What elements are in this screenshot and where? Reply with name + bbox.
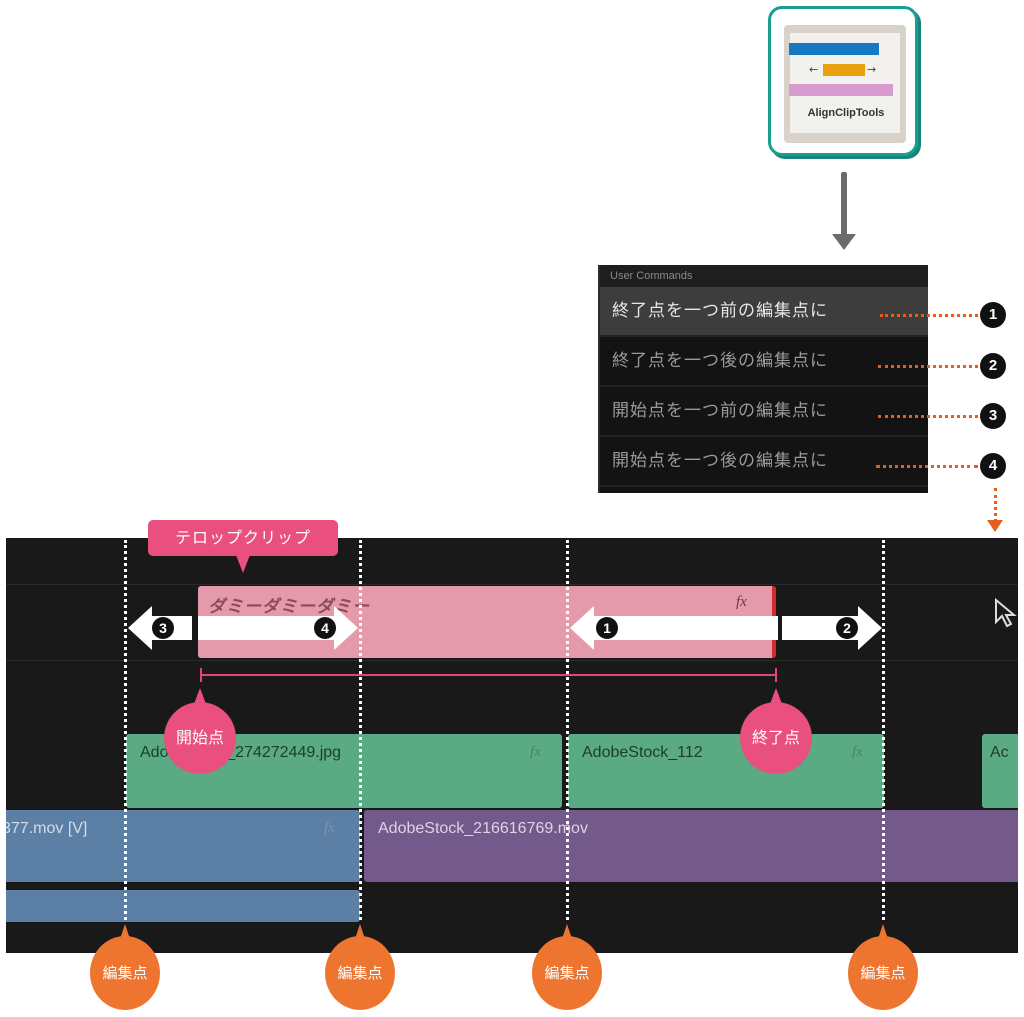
end-point-label: 終了点 bbox=[740, 702, 812, 774]
callout-number-1: 1 bbox=[980, 302, 1006, 328]
arrow-number-3: 3 bbox=[152, 617, 174, 639]
clip-span-end-cap bbox=[775, 668, 777, 682]
clip-blue-audio[interactable] bbox=[6, 890, 360, 922]
edit-point-marker-3: 編集点 bbox=[532, 936, 602, 1010]
clip-label: Ac bbox=[990, 744, 1009, 761]
arrow-down-icon bbox=[832, 172, 856, 250]
arrow-2-right-icon bbox=[782, 606, 882, 650]
edit-point-marker-1: 編集点 bbox=[90, 936, 160, 1010]
clip-green-2[interactable]: AdobeStock_112 fx bbox=[568, 734, 884, 808]
user-commands-menu: User Commands 終了点を一つ前の編集点に 終了点を一つ後の編集点に … bbox=[598, 265, 928, 493]
leader-line-1 bbox=[880, 314, 978, 317]
mouse-pointer-icon bbox=[995, 598, 1017, 628]
plugin-icon-blue-bar bbox=[789, 43, 879, 55]
plugin-icon-orange-bar bbox=[823, 64, 865, 76]
telop-clip-title: ダミーダミーダミー bbox=[208, 597, 370, 617]
plugin-icon-card[interactable]: ← → AlignClipTools bbox=[768, 6, 918, 156]
clip-purple-1[interactable]: AdobeStock_216616769.mov bbox=[364, 810, 1018, 882]
callout-number-2: 2 bbox=[980, 353, 1006, 379]
callout-number-4: 4 bbox=[980, 453, 1006, 479]
plugin-icon-pink-bar bbox=[789, 84, 893, 96]
edit-point-marker-2: 編集点 bbox=[325, 936, 395, 1010]
clip-span-line bbox=[200, 674, 776, 676]
fx-icon: fx bbox=[736, 594, 747, 610]
arrow-left-icon: ← bbox=[809, 63, 819, 76]
clip-span-start-cap bbox=[200, 668, 202, 682]
arrow-1-left-icon bbox=[570, 606, 778, 650]
menu-header: User Commands bbox=[600, 265, 928, 287]
clip-label: AdobeStock_112 bbox=[582, 744, 703, 761]
arrow-number-1: 1 bbox=[596, 617, 618, 639]
callout-number-3: 3 bbox=[980, 403, 1006, 429]
leader-arrowhead-icon bbox=[987, 520, 1003, 532]
leader-line-3 bbox=[878, 415, 978, 418]
arrow-number-2: 2 bbox=[836, 617, 858, 639]
timeline-panel: ダミーダミーダミー fx AdobeStock_274272449.jpg fx… bbox=[6, 538, 1018, 953]
edit-point-line-3 bbox=[566, 540, 569, 920]
clip-green-3[interactable]: Ac bbox=[982, 734, 1018, 808]
leader-line-4 bbox=[876, 465, 978, 468]
arrow-number-4: 4 bbox=[314, 617, 336, 639]
leader-line-2 bbox=[878, 365, 978, 368]
track-divider bbox=[6, 660, 1018, 661]
plugin-name: AlignClipTools bbox=[807, 107, 885, 119]
start-point-label: 開始点 bbox=[164, 702, 236, 774]
menu-item-end-prev[interactable]: 終了点を一つ前の編集点に bbox=[600, 287, 928, 337]
start-point-tip bbox=[194, 688, 206, 704]
menu-item-start-next[interactable]: 開始点を一つ後の編集点に bbox=[600, 437, 928, 487]
arrow-right-icon: → bbox=[867, 63, 877, 76]
clip-label: 377.mov [V] bbox=[6, 820, 88, 837]
edit-point-line-4 bbox=[882, 540, 885, 920]
clip-blue-1[interactable]: 377.mov [V] fx bbox=[6, 810, 360, 882]
fx-icon: fx bbox=[852, 744, 863, 760]
edit-point-line-1 bbox=[124, 540, 127, 920]
end-point-tip bbox=[770, 688, 782, 704]
fx-icon: fx bbox=[530, 744, 541, 760]
menu-item-start-prev[interactable]: 開始点を一つ前の編集点に bbox=[600, 387, 928, 437]
telop-callout-tail bbox=[236, 555, 250, 573]
clip-label: AdobeStock_216616769.mov bbox=[378, 820, 588, 837]
edit-point-marker-4: 編集点 bbox=[848, 936, 918, 1010]
arrow-4-right-icon bbox=[198, 606, 358, 650]
leader-line-down bbox=[994, 488, 997, 522]
fx-icon: fx bbox=[324, 820, 335, 836]
edit-point-line-2 bbox=[359, 540, 362, 920]
track-divider bbox=[6, 584, 1018, 585]
telop-clip-callout: テロップクリップ bbox=[148, 520, 338, 556]
menu-item-end-next[interactable]: 終了点を一つ後の編集点に bbox=[600, 337, 928, 387]
